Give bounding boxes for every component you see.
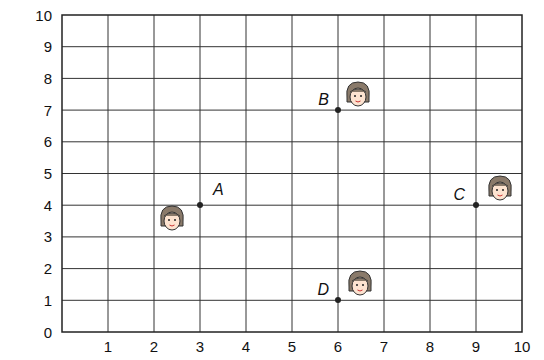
axis-number: 8 — [44, 71, 52, 86]
axis-number: 6 — [334, 339, 342, 354]
axis-number: 10 — [35, 8, 52, 23]
axis-number: 7 — [380, 339, 388, 354]
axis-number: 9 — [472, 339, 480, 354]
point-label: A — [212, 182, 225, 198]
axis-number: 3 — [44, 229, 52, 244]
axis-number: 4 — [44, 198, 52, 213]
axis-number: 3 — [196, 339, 204, 354]
axis-number: 8 — [426, 339, 434, 354]
axis-number: 2 — [150, 339, 158, 354]
girl-face — [349, 271, 372, 295]
axis-number: 5 — [44, 166, 52, 181]
point-label: C — [452, 187, 466, 203]
axis-number: 0 — [44, 325, 52, 340]
axis-number: 10 — [514, 339, 531, 354]
axis-number: 2 — [44, 261, 52, 276]
girl-face — [161, 206, 184, 230]
axis-number: 5 — [288, 339, 296, 354]
axis-number: 7 — [44, 103, 52, 118]
axis-number: 9 — [44, 39, 52, 54]
axis-number: 4 — [242, 339, 250, 354]
axis-number: 1 — [44, 293, 52, 308]
axis-number: 6 — [44, 134, 52, 149]
girl-face — [489, 176, 512, 200]
point-label: D — [316, 282, 330, 298]
axis-number: 1 — [104, 339, 112, 354]
girl-face — [347, 82, 370, 106]
point-label: B — [317, 92, 330, 108]
